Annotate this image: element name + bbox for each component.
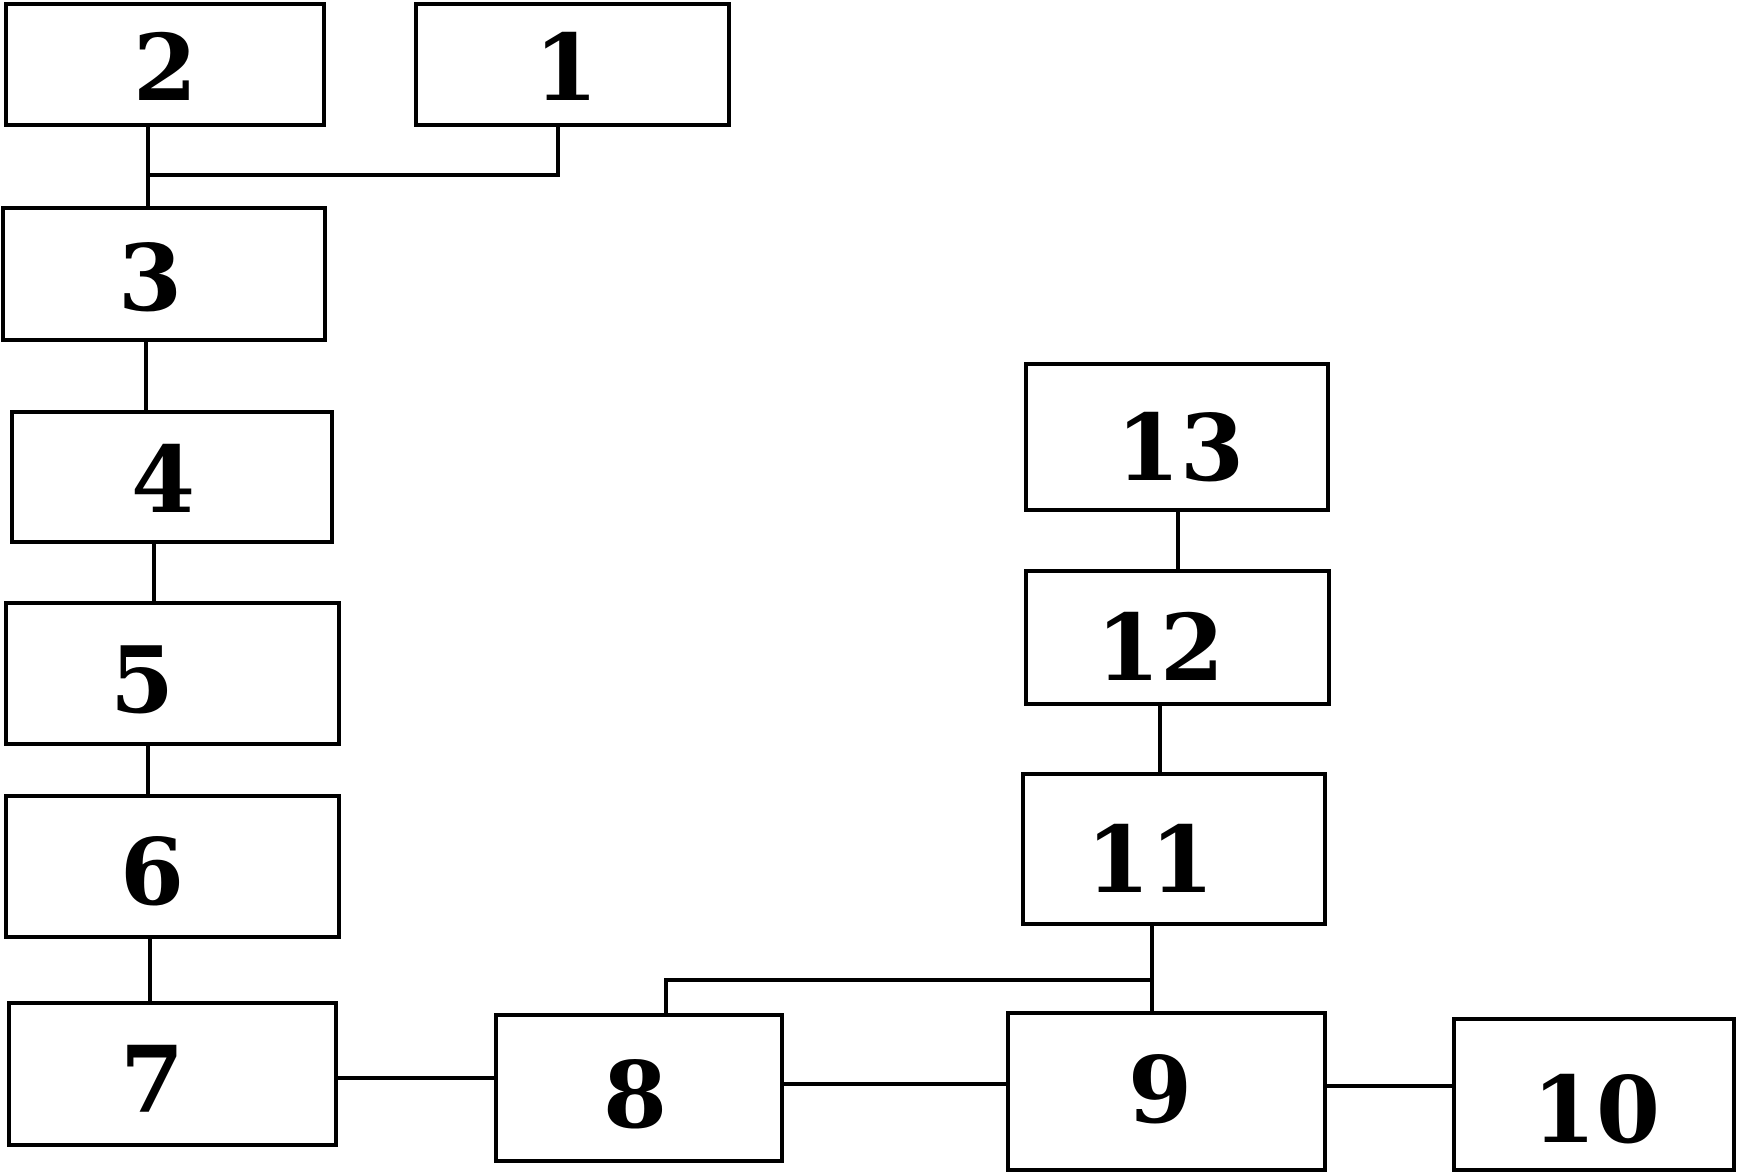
edges (144, 125, 1454, 1088)
node-box (1024, 569, 1331, 706)
node-box (1452, 1017, 1736, 1172)
node-3: 3 (1, 206, 327, 342)
node-box (7, 1001, 338, 1147)
node-1: 1 (414, 2, 731, 127)
node-2: 2 (4, 2, 326, 127)
node-label: 3 (118, 224, 182, 332)
node-label: 4 (131, 426, 195, 534)
node-10: 10 (1452, 1017, 1736, 1172)
node-box (4, 2, 326, 127)
node-label: 10 (1532, 1056, 1660, 1164)
node-box (1006, 1011, 1327, 1172)
node-label: 9 (1128, 1036, 1192, 1144)
node-8: 8 (494, 1013, 784, 1163)
node-label: 12 (1096, 594, 1224, 702)
edge-11-8 (664, 978, 1152, 1015)
node-label: 5 (110, 626, 174, 734)
node-box (10, 410, 334, 544)
node-box (4, 601, 341, 746)
node-13: 13 (1024, 362, 1330, 512)
node-box (494, 1013, 784, 1163)
node-label: 8 (603, 1041, 667, 1149)
node-label: 6 (120, 818, 184, 926)
node-label: 2 (133, 14, 197, 122)
node-7: 7 (7, 1001, 338, 1147)
node-5: 5 (4, 601, 341, 746)
node-label: 1 (534, 14, 598, 122)
node-9: 9 (1006, 1011, 1327, 1172)
node-box (1, 206, 327, 342)
node-label: 13 (1116, 394, 1244, 502)
node-box (4, 794, 341, 939)
node-box (1024, 362, 1330, 512)
node-11: 11 (1021, 772, 1327, 926)
node-12: 12 (1024, 569, 1331, 706)
node-4: 4 (10, 410, 334, 544)
edge-1-3 (148, 125, 560, 177)
node-box (1021, 772, 1327, 926)
node-box (414, 2, 731, 127)
node-6: 6 (4, 794, 341, 939)
node-label: 11 (1086, 806, 1214, 914)
node-label: 7 (120, 1026, 184, 1134)
